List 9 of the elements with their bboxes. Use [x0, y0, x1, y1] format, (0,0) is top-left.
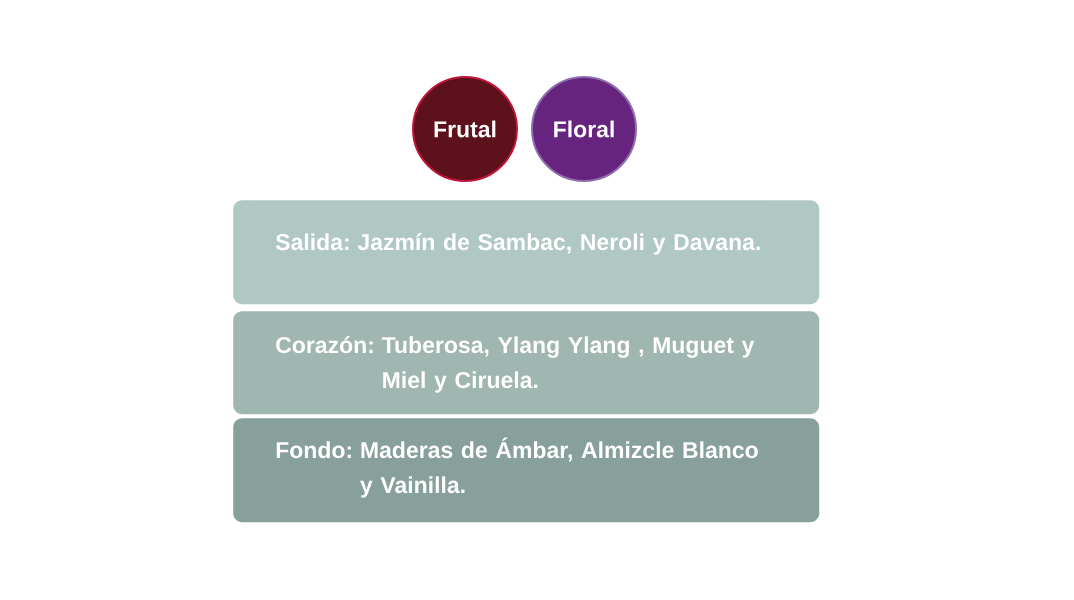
layer-text: Tuberosa, Ylang Ylang , Muguet y Miel y Ciruela. — [381, 336, 755, 393]
layer-heading: Fondo: — [276, 441, 351, 459]
layer-heading: Corazón: — [276, 336, 373, 354]
layer-text: Jazmín de Sambac, Neroli y Davana. — [357, 233, 760, 255]
layer-box — [233, 418, 820, 523]
layer-box — [233, 200, 820, 305]
layer-heading: Salida: — [275, 233, 349, 251]
layer-text: Maderas de Ámbar, Almizcle Blanco y Vainilla. — [360, 437, 758, 498]
layer-box — [233, 311, 820, 415]
